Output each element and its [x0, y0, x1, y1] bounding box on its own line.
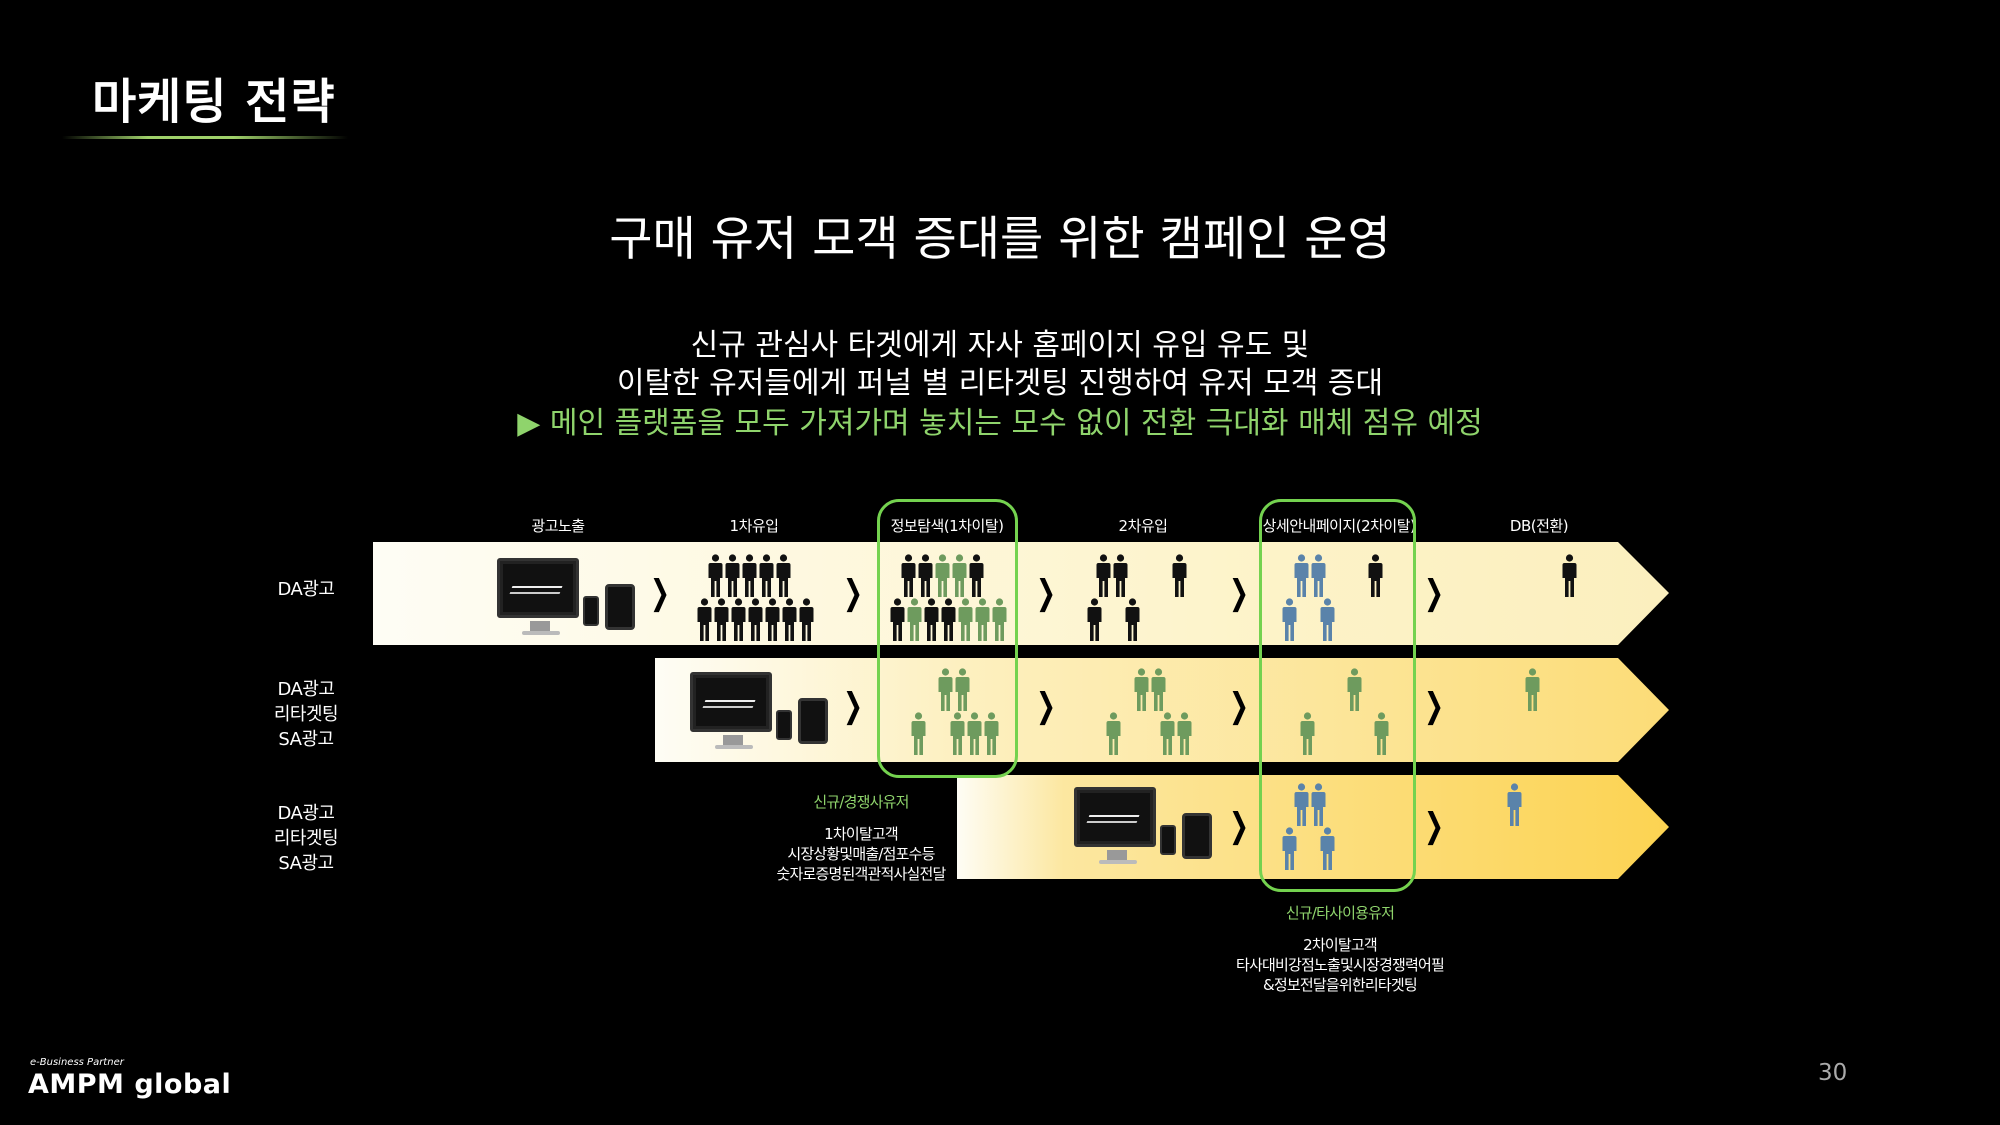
- person-icon-green: [1177, 712, 1192, 756]
- chevron-right-icon: ❯: [1229, 573, 1249, 613]
- chevron-right-icon: ❯: [1424, 573, 1444, 613]
- person-icon-black: [1113, 554, 1128, 598]
- person-icon-green: [955, 668, 970, 712]
- row-label-1: DA광고: [277, 579, 335, 600]
- chevron-right-icon: ❯: [1036, 686, 1056, 726]
- person-icon-black: [759, 554, 774, 598]
- person-icon-green: [935, 554, 950, 598]
- person-icon-blue: [1311, 554, 1326, 598]
- person-icon-black: [924, 598, 939, 642]
- person-icon-black: [969, 554, 984, 598]
- person-icon-black: [776, 554, 791, 598]
- person-icon-black: [1172, 554, 1187, 598]
- note-title: 신규/경쟁사유저: [813, 793, 909, 811]
- chevron-right-icon: ❯: [1229, 806, 1249, 846]
- person-icon-black: [918, 554, 933, 598]
- highlight-line: ▶ 메인 플랫폼을 모두 가져가며 놓치는 모수 없이 전환 극대화 매체 점유…: [517, 406, 1483, 441]
- person-icon-black: [1125, 598, 1140, 642]
- person-icon-black: [890, 598, 905, 642]
- brand-tagline: e-Business Partner: [30, 1057, 124, 1068]
- person-icon-black: [697, 598, 712, 642]
- focus-frame-second-exit: [1259, 499, 1416, 892]
- page-title: 마케팅 전략: [92, 74, 336, 130]
- person-icon-blue: [1507, 783, 1522, 827]
- person-icon-green: [1347, 668, 1362, 712]
- person-icon-green: [1160, 712, 1175, 756]
- chevron-right-icon: ❯: [1036, 573, 1056, 613]
- device-mockup: [690, 672, 830, 762]
- person-icon-green: [967, 712, 982, 756]
- person-icon-black: [708, 554, 723, 598]
- person-icon-green: [1106, 712, 1121, 756]
- stage-first-visit: 1차유입: [729, 517, 779, 535]
- person-icon-black: [799, 598, 814, 642]
- person-icon-black: [725, 554, 740, 598]
- person-icon-green: [1525, 668, 1540, 712]
- person-icon-green: [1374, 712, 1389, 756]
- person-icon-green: [1151, 668, 1166, 712]
- person-icon-blue: [1320, 827, 1335, 871]
- person-icon-black: [1562, 554, 1577, 598]
- person-icon-blue: [1294, 783, 1309, 827]
- chevron-right-icon: ❯: [843, 573, 863, 613]
- person-icon-green: [1134, 668, 1149, 712]
- chevron-right-icon: ❯: [1229, 686, 1249, 726]
- note-first-exit: 신규/경쟁사유저 1차이탈고객 시장상황및매출/점포수등 숫자로증명된객관적사실…: [776, 793, 946, 883]
- person-icon-green: [1300, 712, 1315, 756]
- person-icon-black: [731, 598, 746, 642]
- person-icon-green: [907, 598, 922, 642]
- main-heading: 구매 유저 모객 증대를 위한 캠페인 운영: [609, 212, 1391, 267]
- person-icon-blue: [1282, 827, 1297, 871]
- brand-logo: AMPM global: [28, 1069, 232, 1100]
- subtitle-line-2: 이탈한 유저들에게 퍼널 별 리타겟팅 진행하여 유저 모객 증대: [616, 366, 1384, 401]
- device-mockup: [1074, 787, 1214, 877]
- person-icon-green: [938, 668, 953, 712]
- stage-second-visit: 2차유입: [1118, 517, 1168, 535]
- chevron-right-icon: ❯: [843, 686, 863, 726]
- person-icon-black: [901, 554, 916, 598]
- person-icon-black: [714, 598, 729, 642]
- person-icon-green: [950, 712, 965, 756]
- person-icon-black: [782, 598, 797, 642]
- person-icon-green: [992, 598, 1007, 642]
- stage-detail-page: 상세안내페이지(2차이탈): [1262, 517, 1416, 535]
- title-underline: [62, 136, 348, 139]
- person-icon-black: [748, 598, 763, 642]
- person-icon-green: [911, 712, 926, 756]
- person-icon-black: [941, 598, 956, 642]
- person-icon-black: [1096, 554, 1111, 598]
- person-icon-blue: [1282, 598, 1297, 642]
- person-icon-black: [742, 554, 757, 598]
- device-mockup: [497, 558, 637, 648]
- person-icon-black: [1087, 598, 1102, 642]
- person-icon-green: [952, 554, 967, 598]
- note-second-exit: 신규/타사이용유저 2차이탈고객 타사대비강점노출및시장경쟁력어필 &정보전달을…: [1235, 904, 1445, 994]
- person-icon-black: [1368, 554, 1383, 598]
- row-label-3: DA광고 리타겟팅 SA광고: [273, 803, 339, 874]
- subtitle-line-1: 신규 관심사 타겟에게 자사 홈페이지 유입 유도 및: [690, 328, 1310, 363]
- chevron-right-icon: ❯: [650, 573, 670, 613]
- note-title: 신규/타사이용유저: [1285, 904, 1395, 922]
- person-icon-green: [958, 598, 973, 642]
- focus-frame-first-exit: [877, 499, 1018, 778]
- page-number: 30: [1818, 1060, 1848, 1086]
- person-icon-green: [984, 712, 999, 756]
- person-icon-blue: [1311, 783, 1326, 827]
- row-label-2: DA광고 리타겟팅 SA광고: [273, 679, 339, 750]
- person-icon-black: [765, 598, 780, 642]
- person-icon-blue: [1294, 554, 1309, 598]
- chevron-right-icon: ❯: [1424, 686, 1444, 726]
- stage-ad-exposure: 광고노출: [531, 517, 585, 535]
- stage-conversion: DB(전환): [1509, 517, 1569, 535]
- stage-info-search: 정보탐색(1차이탈): [890, 517, 1004, 535]
- chevron-right-icon: ❯: [1424, 806, 1444, 846]
- person-icon-blue: [1320, 598, 1335, 642]
- person-icon-green: [975, 598, 990, 642]
- band-row-1: [373, 542, 1669, 645]
